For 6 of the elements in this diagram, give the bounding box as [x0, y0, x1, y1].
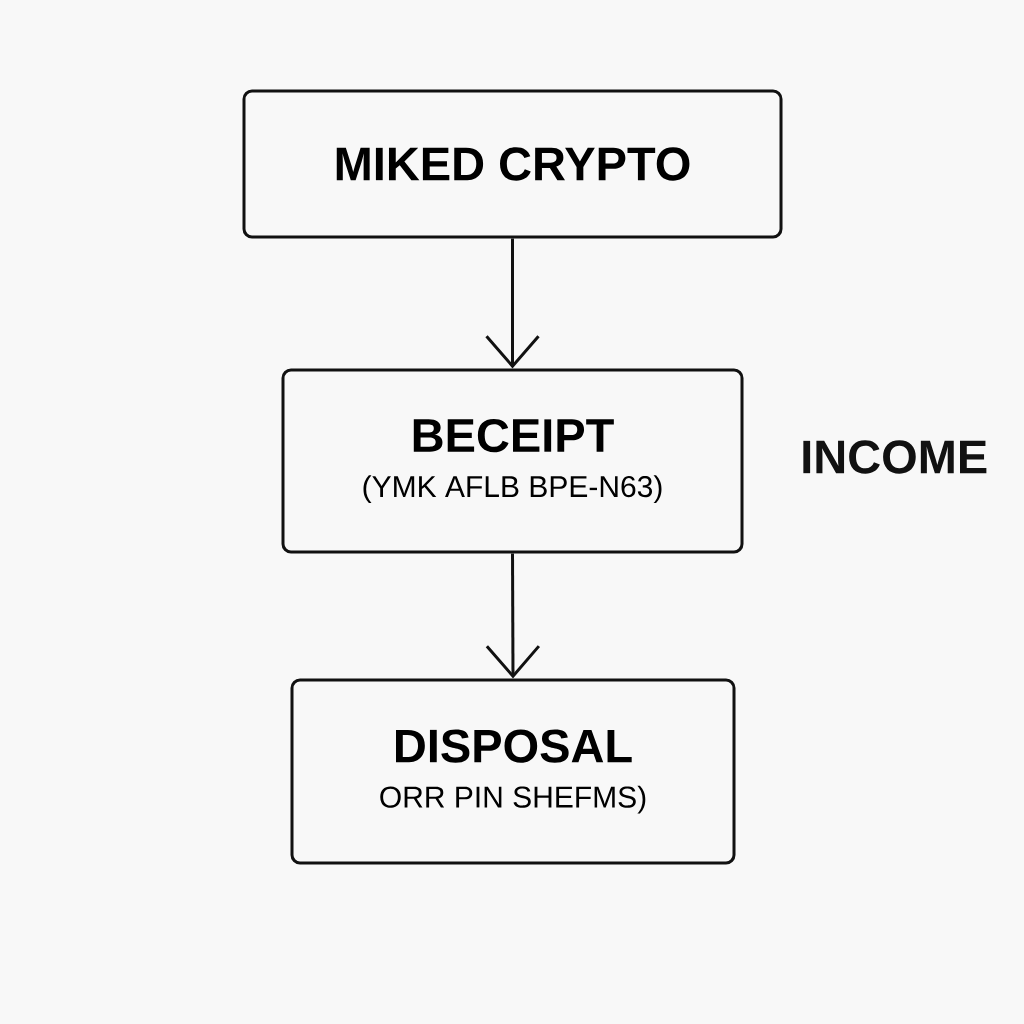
side-label: INCOME — [803, 440, 987, 474]
arrow — [485, 238, 540, 369]
arrow — [485, 553, 540, 679]
process-box: BECEIPT (YMK AFLB BPE-N63) — [281, 368, 744, 554]
process-box: DISPOSAL ORR PIN SHEFMS) — [290, 678, 736, 865]
process-box: MIKED CRYPTO — [242, 89, 783, 239]
